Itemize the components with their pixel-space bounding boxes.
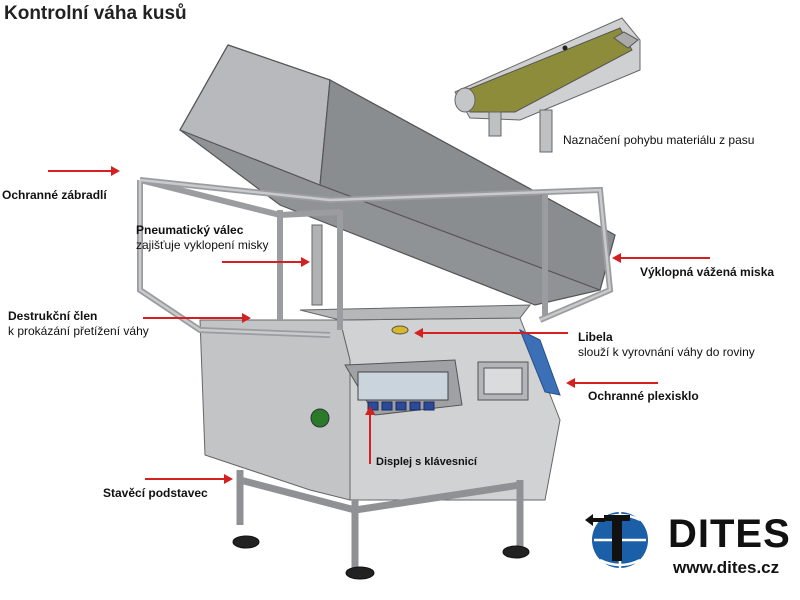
logo-brand-text: DITES bbox=[668, 512, 791, 556]
label-destruct-title: Destrukční člen bbox=[8, 309, 98, 323]
arrow-level bbox=[414, 328, 568, 338]
base-housing bbox=[199, 304, 561, 501]
arrow-stand bbox=[145, 474, 233, 484]
adjustable-stand bbox=[236, 470, 524, 570]
safety-railing-inner bbox=[138, 178, 612, 337]
label-plexi: Ochranné plexisklo bbox=[588, 389, 699, 403]
label-level-title: Libela bbox=[578, 330, 613, 344]
tilt-bowl-illustration bbox=[179, 44, 616, 306]
pneumatic-cylinder bbox=[311, 224, 323, 306]
dites-globe-logo bbox=[585, 512, 648, 568]
label-cylinder: Pneumatický válec zajišťuje vyklopení mi… bbox=[136, 223, 269, 253]
label-tilt-bowl: Výklopná vážená miska bbox=[640, 265, 775, 279]
label-cylinder-sub: zajišťuje vyklopení misky bbox=[136, 238, 269, 252]
label-conveyor-note: Naznačení pohybu materiálu z pasu bbox=[563, 133, 755, 147]
arrow-railing bbox=[48, 166, 120, 176]
label-display: Displej s klávesnicí bbox=[376, 456, 477, 468]
label-cylinder-title: Pneumatický válec bbox=[136, 223, 244, 237]
arrow-display bbox=[365, 406, 375, 464]
page-title: Kontrolní váha kusů bbox=[4, 3, 187, 24]
arrow-destruct bbox=[143, 313, 251, 323]
label-level-sub: slouží k vyrovnání váhy do roviny bbox=[578, 345, 755, 359]
label-destruct: Destrukční člen k prokázání přetížení vá… bbox=[8, 309, 149, 339]
arrow-plexi bbox=[566, 378, 658, 388]
arrow-cylinder bbox=[222, 257, 310, 267]
label-destruct-sub: k prokázání přetížení váhy bbox=[8, 324, 149, 338]
label-railing: Ochranné zábradlí bbox=[2, 188, 107, 202]
arrow-tilt-bowl bbox=[612, 253, 710, 263]
label-stand: Stavěcí podstavec bbox=[103, 486, 208, 500]
conveyor-belt-illustration bbox=[454, 17, 641, 153]
stand-feet bbox=[232, 535, 530, 580]
label-level: Libela slouží k vyrovnání váhy do roviny bbox=[578, 330, 755, 360]
logo-url[interactable]: www.dites.cz bbox=[673, 558, 780, 577]
